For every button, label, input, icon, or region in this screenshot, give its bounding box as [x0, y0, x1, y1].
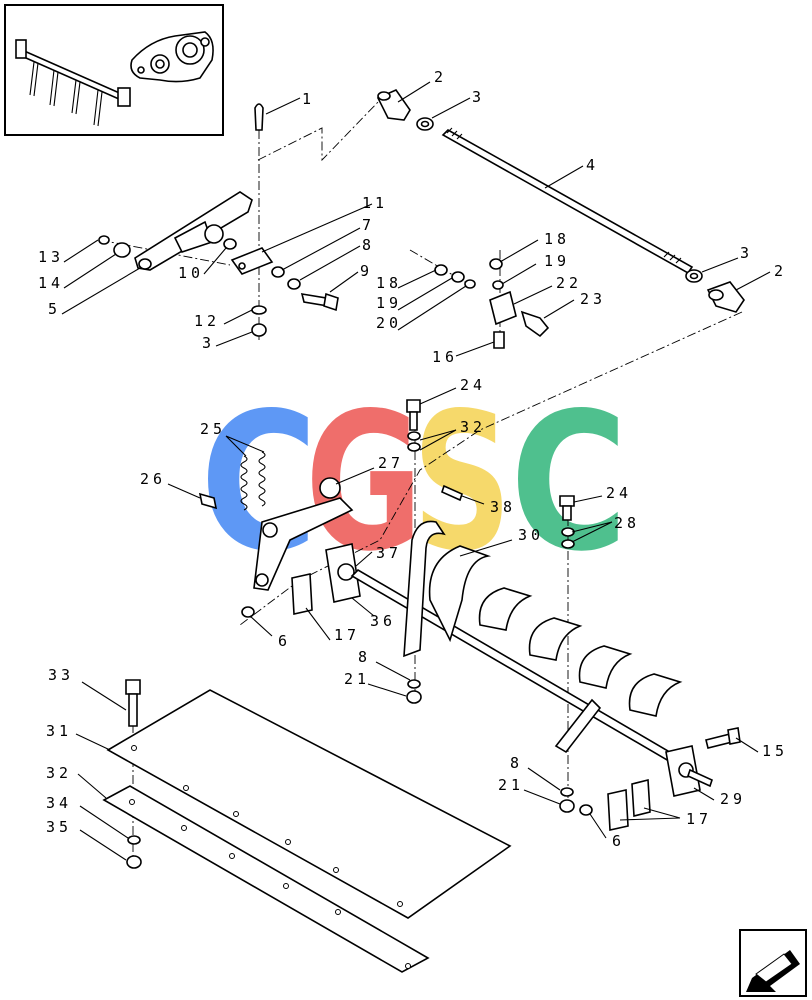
callout-6-left: 6 — [278, 632, 291, 650]
callout-19-b: 19 — [376, 294, 402, 312]
tine-shaft — [350, 520, 741, 831]
callout-24-mid: 24 — [460, 376, 486, 394]
callout-25: 25 — [200, 420, 226, 438]
callout-32-bottom: 32 — [46, 764, 72, 782]
watermark-letter-c2: C — [510, 372, 628, 593]
callout-30: 30 — [518, 526, 544, 544]
upper-linkage — [98, 89, 745, 349]
callout-8-mid: 8 — [358, 648, 371, 666]
callout-5: 5 — [48, 300, 61, 318]
callout-6-right: 6 — [612, 832, 625, 850]
callout-37: 37 — [376, 544, 402, 562]
callout-9: 9 — [360, 262, 373, 280]
callout-15: 15 — [762, 742, 788, 760]
callout-2-right: 2 — [774, 262, 787, 280]
callout-10: 10 — [178, 264, 204, 282]
callout-12: 12 — [194, 312, 220, 330]
callout-labels: 1 2 3 4 3 2 11 7 8 9 13 14 10 5 12 3 18 … — [38, 68, 788, 850]
callout-32-mid: 32 — [460, 418, 486, 436]
cgsc-watermark: C G S C — [200, 372, 628, 593]
middle-linkage — [198, 399, 575, 618]
callout-34: 34 — [46, 794, 72, 812]
next-page-arrow-icon[interactable] — [739, 929, 807, 997]
callout-31: 31 — [46, 722, 72, 740]
callout-19-a: 19 — [544, 252, 570, 270]
callout-21-mid: 21 — [344, 670, 370, 688]
callout-11: 11 — [362, 194, 388, 212]
callout-27: 27 — [378, 454, 404, 472]
callout-21-right: 21 — [498, 776, 524, 794]
callout-16: 16 — [432, 348, 458, 366]
callout-33: 33 — [48, 666, 74, 684]
callout-24-right: 24 — [606, 484, 632, 502]
callout-4: 4 — [586, 156, 599, 174]
callout-17-right: 17 — [686, 810, 712, 828]
callout-22: 22 — [556, 274, 582, 292]
callout-3-top: 3 — [472, 88, 485, 106]
callout-13: 13 — [38, 248, 64, 266]
callout-36: 36 — [370, 612, 396, 630]
callout-7: 7 — [362, 216, 375, 234]
callout-18-b: 18 — [376, 274, 402, 292]
callout-1: 1 — [302, 90, 315, 108]
callout-18-a: 18 — [544, 230, 570, 248]
callout-3-lower: 3 — [202, 334, 215, 352]
callout-8: 8 — [362, 236, 375, 254]
callout-23: 23 — [580, 290, 606, 308]
callout-28: 28 — [614, 514, 640, 532]
assembly-thumbnail — [4, 4, 224, 136]
callout-17-left: 17 — [334, 626, 360, 644]
callout-26: 26 — [140, 470, 166, 488]
callout-35: 35 — [46, 818, 72, 836]
callout-20: 20 — [376, 314, 402, 332]
callout-29: 29 — [720, 790, 746, 808]
leader-lines — [61, 81, 771, 861]
callout-8-right: 8 — [510, 754, 523, 772]
callout-2-top: 2 — [434, 68, 447, 86]
callout-14: 14 — [38, 274, 64, 292]
callout-38: 38 — [490, 498, 516, 516]
callout-3-right: 3 — [740, 244, 753, 262]
base-plates — [102, 679, 512, 973]
